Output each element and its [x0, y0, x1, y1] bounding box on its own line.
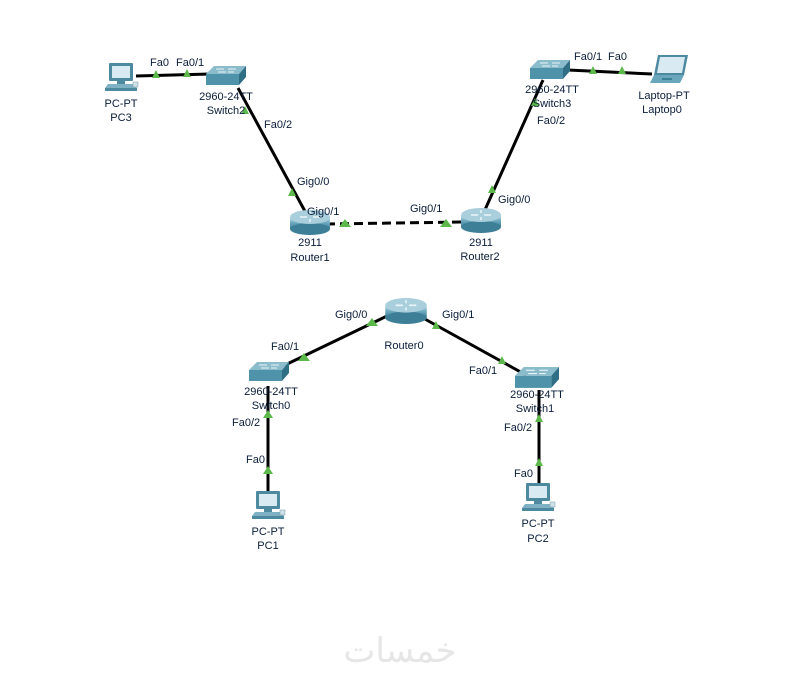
- pc1-name: PC1: [257, 540, 278, 552]
- switch0-icon[interactable]: [249, 362, 289, 382]
- link-switch3-laptop0[interactable]: [567, 68, 653, 76]
- router2-icon[interactable]: [461, 207, 501, 233]
- switch3-name: Switch3: [533, 98, 572, 110]
- port-label: Fa0/1: [574, 51, 602, 63]
- pc1-model: PC-PT: [252, 526, 285, 538]
- port-label: Fa0: [150, 57, 169, 69]
- watermark-logo: خمسات: [343, 631, 456, 671]
- link-up-icon: [241, 106, 249, 114]
- pc3-name: PC3: [110, 112, 131, 124]
- switch1-model: 2960-24TT: [510, 389, 564, 401]
- link-up-icon: [440, 219, 452, 227]
- switch3-model: 2960-24TT: [525, 84, 579, 96]
- router0-icon[interactable]: [385, 297, 427, 324]
- link-up-icon: [535, 414, 543, 422]
- port-label: Gig0/1: [442, 309, 474, 321]
- switch2-icon[interactable]: [206, 66, 246, 86]
- switch2-model: 2960-24TT: [199, 91, 253, 103]
- laptop0-model: Laptop-PT: [638, 90, 690, 102]
- port-label: Gig0/0: [297, 176, 329, 188]
- port-label: Fa0/2: [537, 115, 565, 127]
- link-up-icon: [288, 188, 296, 196]
- router0-name: Router0: [384, 340, 423, 352]
- port-label: Fa0: [246, 454, 265, 466]
- router1-name: Router1: [290, 252, 329, 264]
- switch0-model: 2960-24TT: [244, 386, 298, 398]
- laptop0-icon[interactable]: [650, 55, 688, 83]
- pc3-icon[interactable]: [104, 62, 139, 92]
- switch0-name: Switch0: [252, 400, 291, 412]
- link-up-icon: [488, 185, 496, 193]
- link-up-icon: [618, 66, 626, 74]
- pc2-model: PC-PT: [522, 518, 555, 530]
- port-label: Fa0/1: [176, 57, 204, 69]
- port-label: Gig0/0: [335, 309, 367, 321]
- link-up-icon: [366, 318, 378, 326]
- link-router0-switch1[interactable]: [422, 316, 527, 377]
- link-switch2-router1[interactable]: [236, 87, 309, 216]
- link-up-icon: [589, 66, 597, 74]
- link-up-icon: [531, 98, 539, 106]
- pc3-model: PC-PT: [105, 98, 138, 110]
- link-up-icon: [263, 466, 273, 474]
- link-up-icon: [183, 69, 191, 77]
- link-up-icon: [263, 410, 273, 418]
- port-label: Fa0: [514, 468, 533, 480]
- link-pc3-switch2[interactable]: [135, 72, 211, 78]
- switch1-name: Switch1: [516, 403, 555, 415]
- link-up-icon: [339, 219, 351, 227]
- pc2-name: PC2: [527, 533, 548, 545]
- port-label: Fa0: [608, 51, 627, 63]
- port-label: Gig0/1: [307, 206, 339, 218]
- laptop0-name: Laptop0: [642, 104, 682, 116]
- link-up-icon: [152, 70, 160, 78]
- router2-model: 2911: [469, 237, 493, 249]
- link-up-icon: [535, 458, 543, 466]
- switch1-icon[interactable]: [515, 367, 559, 389]
- switch3-icon[interactable]: [530, 60, 570, 80]
- port-label: Gig0/1: [410, 203, 442, 215]
- port-label: Gig0/0: [498, 194, 530, 206]
- link-router1-router2[interactable]: [325, 220, 465, 226]
- link-up-icon: [432, 321, 440, 329]
- pc1-icon[interactable]: [251, 490, 286, 520]
- router2-name: Router2: [460, 251, 499, 263]
- port-label: Fa0/2: [264, 119, 292, 131]
- link-up-icon: [498, 356, 506, 364]
- router1-model: 2911: [298, 237, 322, 249]
- switch2-name: Switch2: [207, 105, 246, 117]
- pc2-icon[interactable]: [521, 482, 556, 512]
- port-label: Fa0/2: [504, 422, 532, 434]
- port-label: Fa0/1: [469, 365, 497, 377]
- port-label: Fa0/2: [232, 417, 260, 429]
- port-label: Fa0/1: [271, 341, 299, 353]
- link-status-indicators: [152, 66, 626, 474]
- link-up-icon: [298, 353, 310, 361]
